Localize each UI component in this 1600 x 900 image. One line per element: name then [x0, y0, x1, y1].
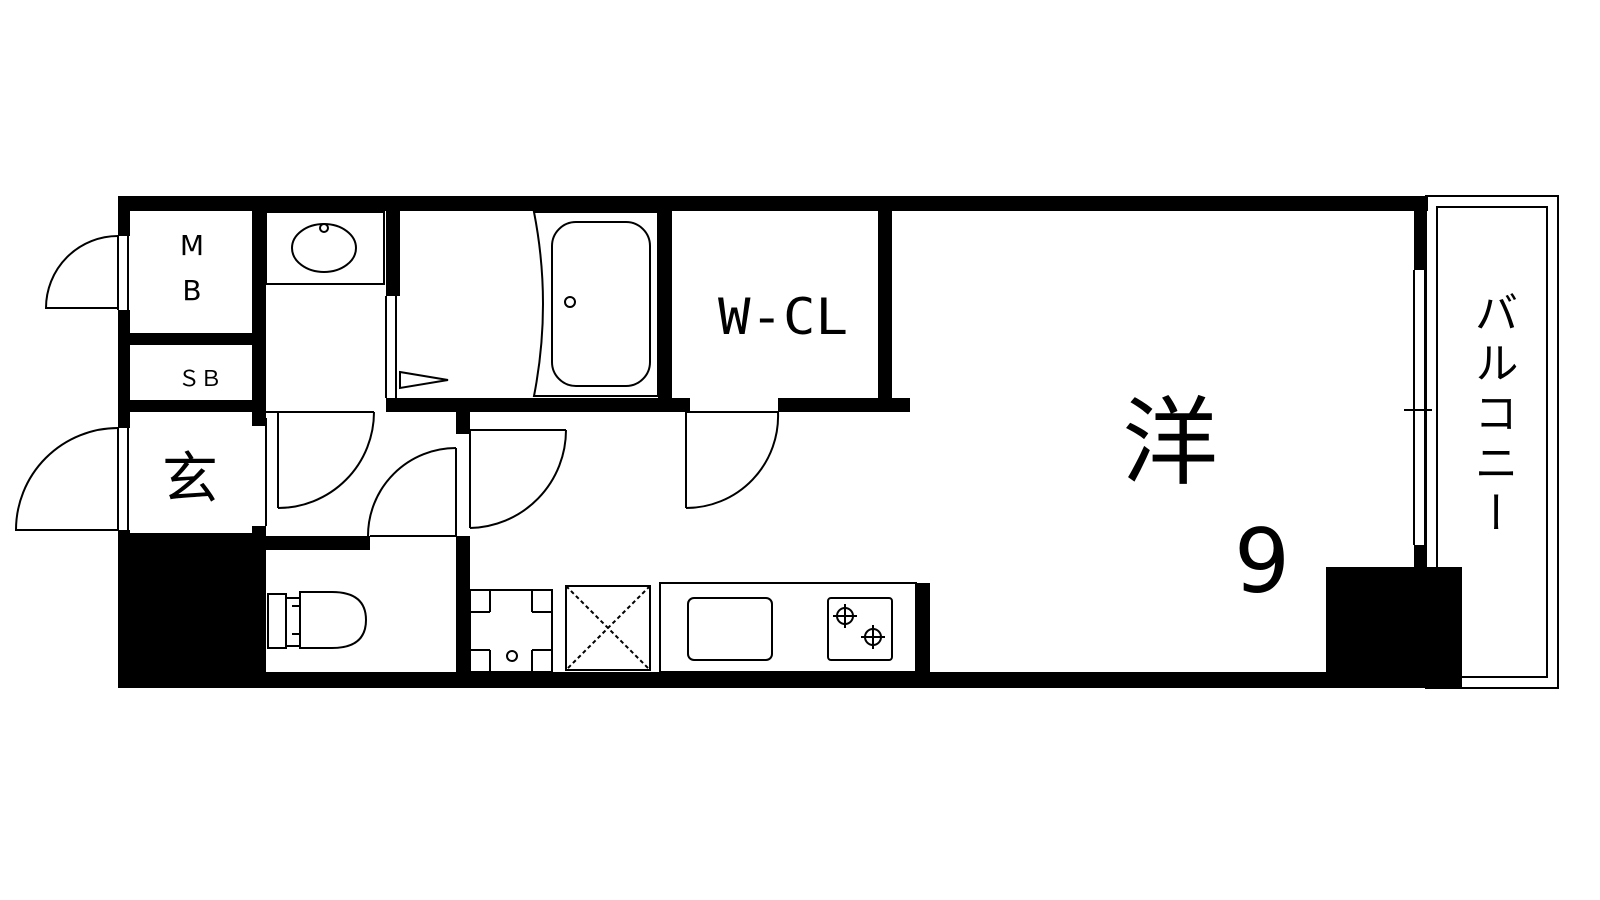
entrance-door [14, 427, 129, 531]
interior-walls [128, 196, 1462, 688]
western-room-label: 洋 [1122, 387, 1218, 499]
sb-label: ＳＢ [178, 367, 222, 392]
kitchen-sink-icon [687, 597, 773, 661]
room-door [469, 429, 567, 529]
washer-space [565, 585, 651, 671]
stove-icon [827, 597, 893, 661]
closet-door [685, 411, 780, 510]
bathtub-icon [532, 211, 659, 397]
mb-label-2: B [182, 274, 201, 307]
balcony-label: バルコニー [1467, 290, 1518, 540]
washroom-door [265, 411, 375, 526]
toilet-door [367, 447, 457, 537]
balcony [1425, 195, 1559, 689]
mb-door [44, 235, 129, 310]
refrigerator-space [469, 589, 553, 673]
bath-door [385, 296, 449, 398]
toilet-icon [267, 591, 368, 649]
balcony-window [1404, 270, 1432, 545]
entrance-label: 玄 [162, 447, 218, 512]
mb-label: M [180, 229, 204, 262]
western-room-size: 9 [1234, 510, 1290, 613]
closet-label: W-CL [718, 288, 848, 346]
kitchen-counter [659, 582, 917, 673]
washbasin-icon [265, 211, 385, 285]
